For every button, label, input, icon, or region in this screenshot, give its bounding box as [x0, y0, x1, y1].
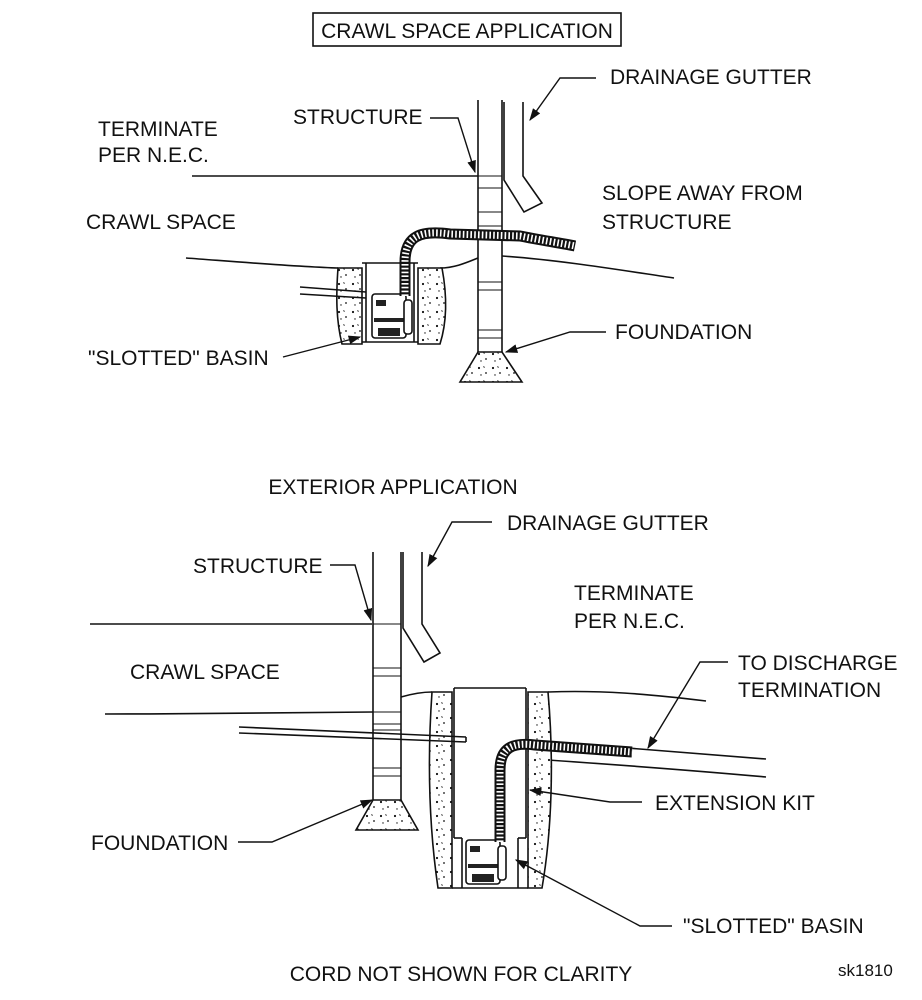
label-structure-top: STRUCTURE: [293, 106, 423, 129]
label-discharge-1: TO DISCHARGE: [738, 652, 897, 675]
label-slotted-basin-top: "SLOTTED" BASIN: [88, 347, 269, 370]
structure-wall-bottom: [372, 552, 402, 800]
label-slope-2: STRUCTURE: [602, 211, 732, 234]
label-terminate-bottom-2: PER N.E.C.: [574, 610, 685, 633]
exterior-title: EXTERIOR APPLICATION: [268, 476, 517, 499]
label-crawl-space-bottom: CRAWL SPACE: [130, 661, 280, 684]
pump-top: [371, 293, 413, 339]
label-discharge-2: TERMINATION: [738, 679, 881, 702]
label-terminate-bottom-1: TERMINATE: [574, 582, 694, 605]
downspout-bottom: [402, 552, 442, 664]
label-crawl-space-top: CRAWL SPACE: [86, 211, 236, 234]
pump-bottom: [465, 839, 507, 885]
discharge-hose-bottom: [494, 738, 633, 842]
label-slope-1: SLOPE AWAY FROM: [602, 182, 803, 205]
label-foundation-bottom: FOUNDATION: [91, 832, 228, 855]
label-extension-kit: EXTENSION KIT: [655, 792, 815, 815]
label-terminate-top-1: TERMINATE: [98, 118, 218, 141]
crawl-space-title: CRAWL SPACE APPLICATION: [321, 20, 613, 43]
label-terminate-top-2: PER N.E.C.: [98, 144, 209, 167]
structure-wall-top: [477, 100, 503, 352]
downspout-top: [503, 102, 544, 214]
crawl-space-title-box: [312, 12, 622, 47]
label-structure-bottom: STRUCTURE: [193, 555, 323, 578]
label-drainage-gutter-bottom: DRAINAGE GUTTER: [507, 512, 709, 535]
exterior-section: EXTERIOR APPLICATION DRAINAGE GUTTER STR…: [90, 476, 897, 938]
discharge-hose-top: [399, 227, 577, 296]
label-slotted-basin-bottom: "SLOTTED" BASIN: [683, 915, 864, 938]
label-drainage-gutter-top: DRAINAGE GUTTER: [610, 66, 812, 89]
label-foundation-top: FOUNDATION: [615, 321, 752, 344]
footer-note: CORD NOT SHOWN FOR CLARITY: [290, 963, 633, 986]
crawl-space-section: CRAWL SPACE APPLICATION DRAINAGE GUTTER …: [86, 12, 812, 383]
sketch-id: sk1810: [838, 961, 893, 980]
